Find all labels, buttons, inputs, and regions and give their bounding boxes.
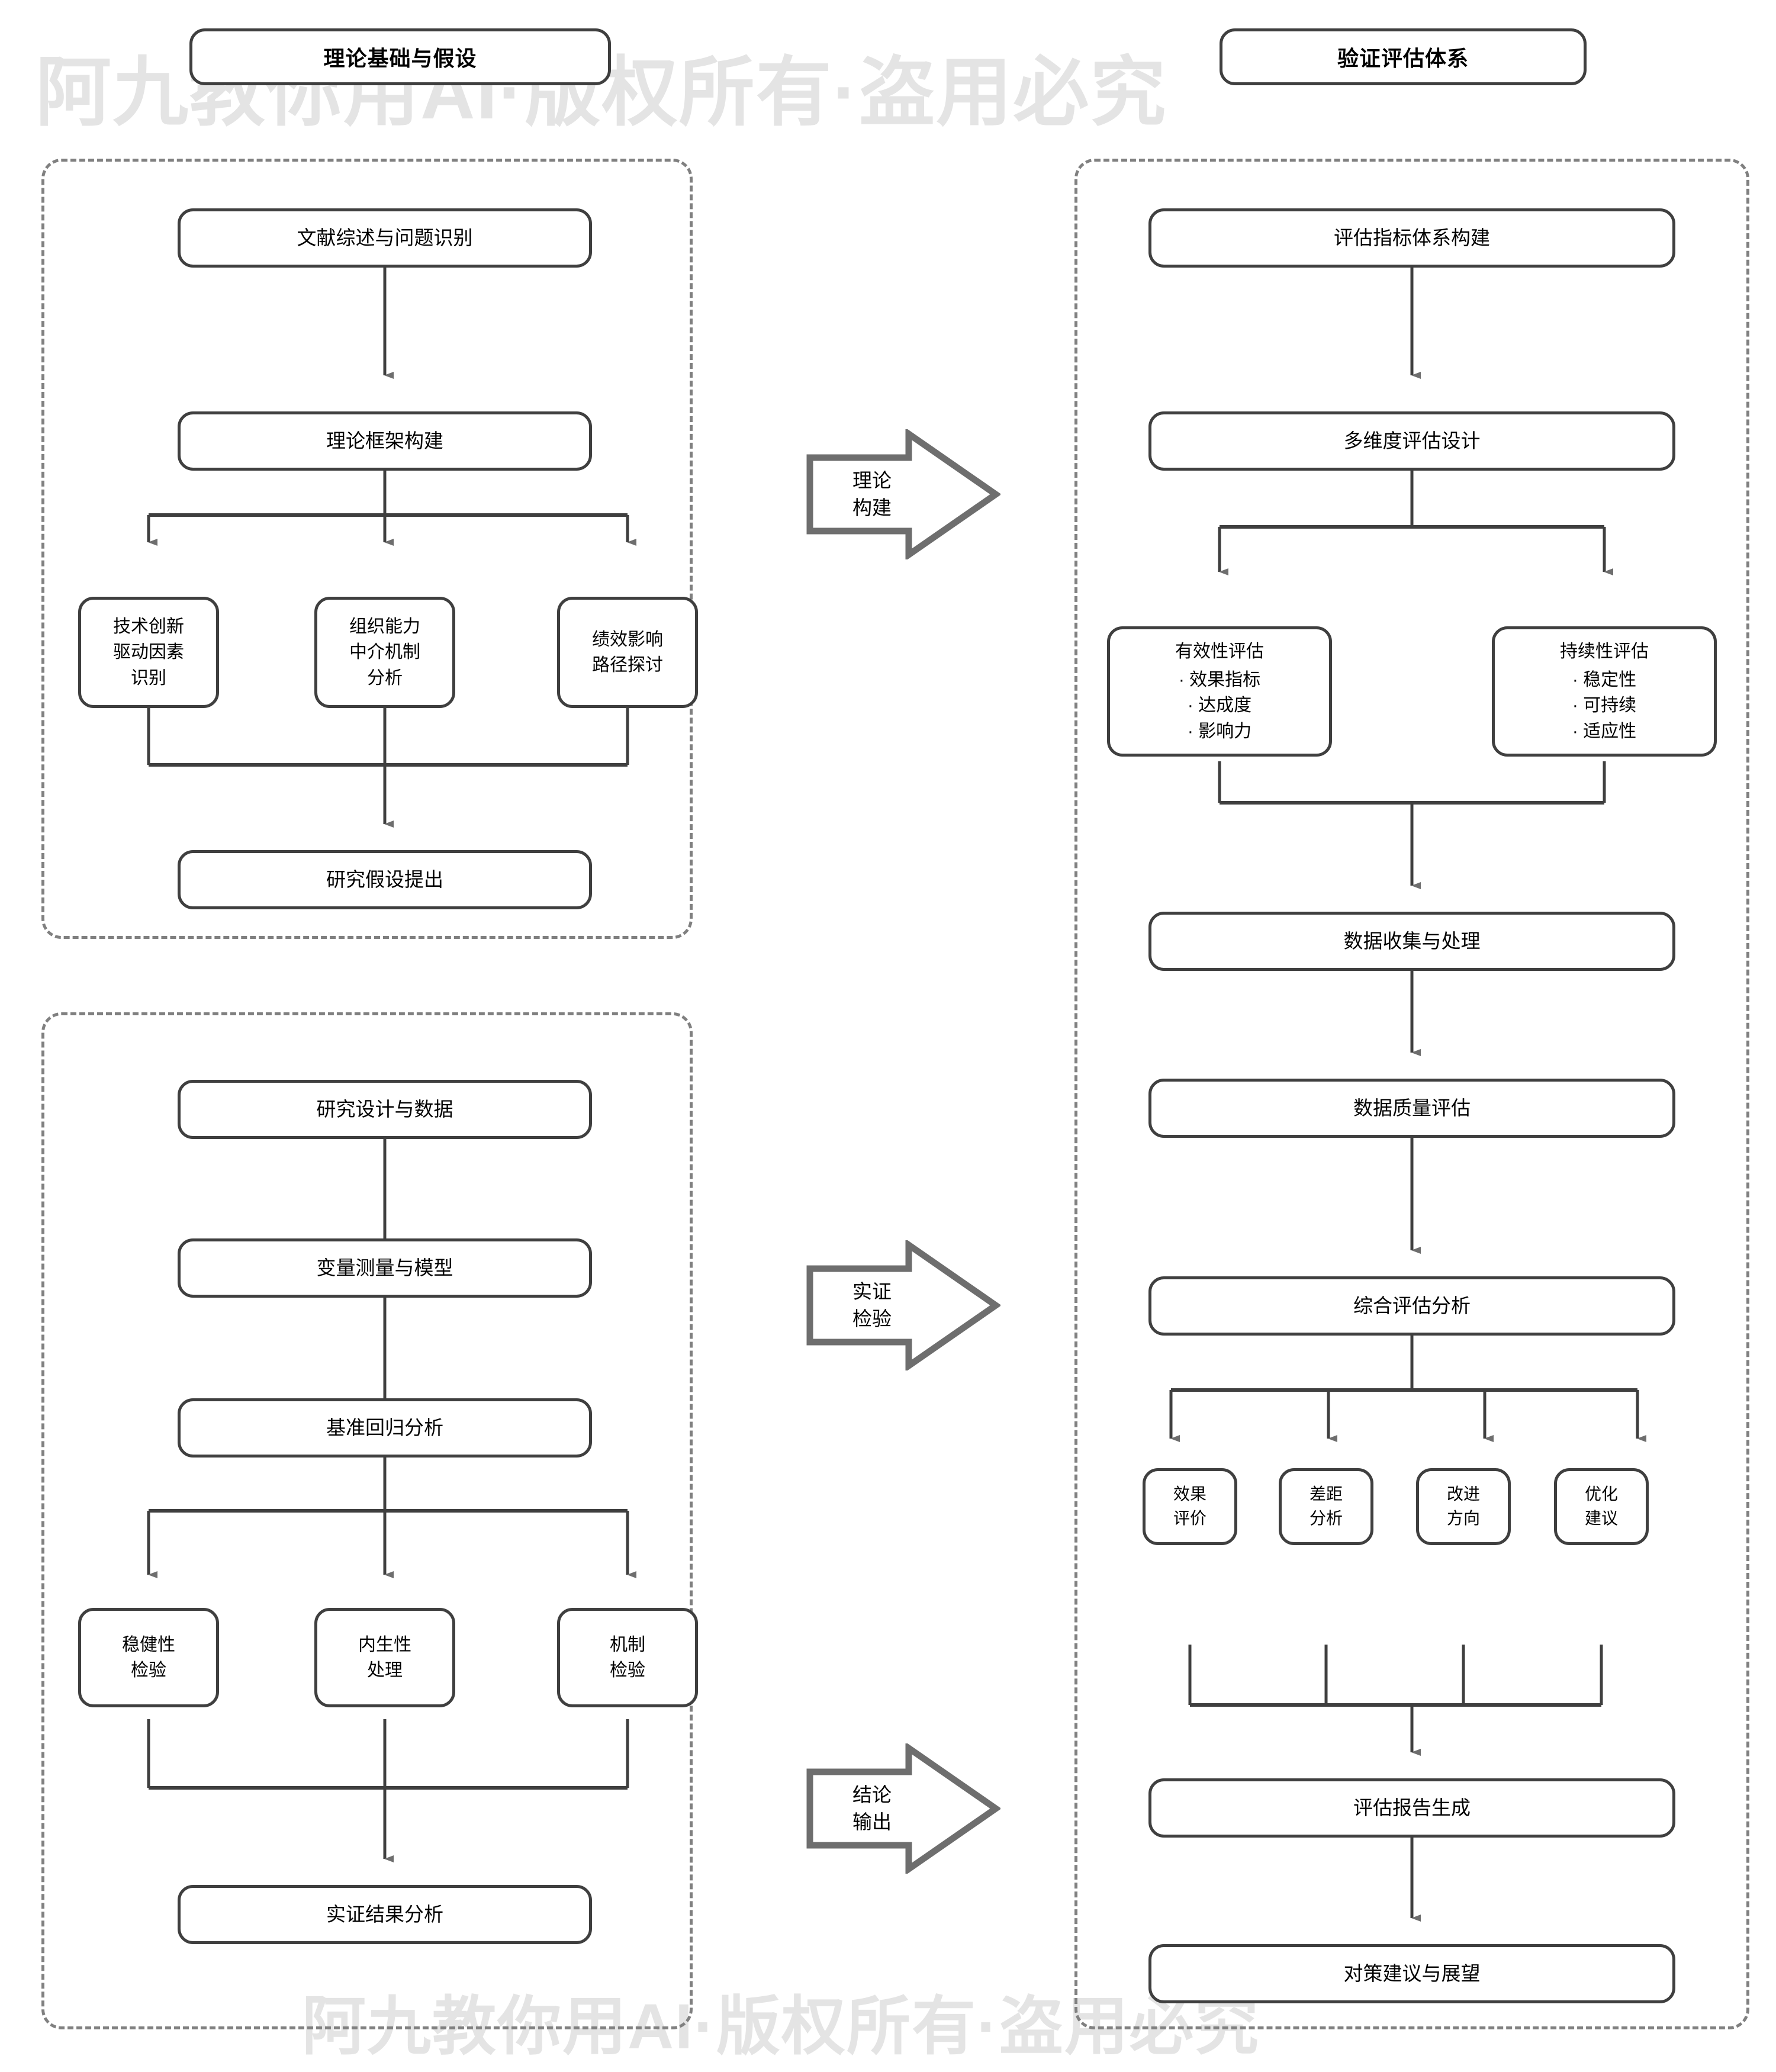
panel-evaluation-system [1074,159,1749,2029]
bullet-item: · 可持续 [1572,696,1637,715]
node-org-capability-mediation[interactable]: 组织能力 中介机制 分析 [314,597,455,708]
node-variable-measurement-model[interactable]: 变量测量与模型 [178,1238,592,1298]
node-empirical-results[interactable]: 实证结果分析 [178,1885,592,1944]
connector-label-line: 构建 [852,497,892,519]
connector-empirical-test[interactable]: 实证 检验 [805,1240,1000,1370]
group-title-right: 验证评估体系 [1220,28,1587,85]
node-line: 评价 [1173,1509,1206,1527]
connector-label-line: 结论 [852,1783,892,1806]
node-line: 组织能力 [349,616,420,636]
connector-theory-construction[interactable]: 理论 构建 [805,429,1000,559]
node-theory-framework[interactable]: 理论框架构建 [178,411,592,471]
node-tech-innovation-drivers[interactable]: 技术创新 驱动因素 识别 [78,597,219,708]
node-performance-impact-path[interactable]: 绩效影响 路径探讨 [557,597,698,708]
node-policy-recommendations[interactable]: 对策建议与展望 [1148,1944,1675,2003]
node-data-collection-processing-label: 数据收集与处理 [1343,930,1481,953]
node-indicator-system-label: 评估指标体系构建 [1334,227,1490,249]
connector-conclusion-output[interactable]: 结论 输出 [805,1743,1000,1874]
watermark-bottom: 阿九教你用AI·版权所有·盗用必究 [302,1990,1260,2062]
node-indicator-system[interactable]: 评估指标体系构建 [1148,208,1675,268]
node-line: 驱动因素 [113,642,184,662]
node-research-design-data[interactable]: 研究设计与数据 [178,1080,592,1139]
node-evaluation-report[interactable]: 评估报告生成 [1148,1778,1675,1838]
group-title-left-label: 理论基础与假设 [323,46,477,70]
node-data-quality-assessment-label: 数据质量评估 [1353,1097,1471,1119]
node-data-collection-processing[interactable]: 数据收集与处理 [1148,912,1675,971]
node-line: 路径探讨 [592,655,663,675]
connector-label-line: 检验 [852,1308,892,1330]
panel-theory-foundation [41,159,693,939]
node-line: 中介机制 [349,642,420,662]
connector-conclusion-output-label: 结论 输出 [805,1743,939,1874]
node-improvement-direction[interactable]: 改进 方向 [1416,1468,1511,1545]
node-heading: 持续性评估 [1560,642,1649,661]
connector-empirical-test-label: 实证 检验 [805,1240,939,1370]
node-empirical-results-label: 实证结果分析 [326,1903,443,1926]
node-policy-recommendations-label: 对策建议与展望 [1343,1962,1481,1985]
connector-label-line: 理论 [852,469,892,491]
group-title-left: 理论基础与假设 [189,28,611,85]
chevron-right-icon [806,429,1000,559]
node-comprehensive-analysis-label: 综合评估分析 [1353,1295,1471,1317]
chevron-right-icon [806,1743,1000,1874]
bullet-item: · 稳定性 [1572,670,1637,690]
node-baseline-regression[interactable]: 基准回归分析 [178,1398,592,1458]
group-title-right-label: 验证评估体系 [1337,46,1469,70]
node-research-hypotheses-label: 研究假设提出 [326,868,443,891]
node-line: 分析 [1309,1509,1343,1527]
node-research-design-data-label: 研究设计与数据 [316,1098,453,1121]
connector-label-line: 输出 [852,1811,892,1833]
bullet-item: · 影响力 [1187,721,1252,741]
connector-label-line: 实证 [852,1280,892,1302]
node-comprehensive-analysis[interactable]: 综合评估分析 [1148,1276,1675,1336]
node-effectiveness-evaluation[interactable]: 有效性评估 · 效果指标 · 达成度 · 影响力 [1107,626,1332,757]
node-line: 技术创新 [113,616,184,636]
node-line: 优化 [1584,1485,1618,1504]
node-endogeneity-treatment[interactable]: 内生性 处理 [314,1608,455,1707]
bullet-item: · 适应性 [1572,721,1637,741]
node-line: 方向 [1446,1509,1480,1527]
node-line: 识别 [131,668,166,688]
node-evaluation-report-label: 评估报告生成 [1353,1797,1471,1819]
node-multidimensional-design[interactable]: 多维度评估设计 [1148,411,1675,471]
node-line: 建议 [1584,1509,1618,1527]
node-literature-review[interactable]: 文献综述与问题识别 [178,208,592,268]
node-line: 检验 [610,1661,645,1680]
node-multidimensional-design-label: 多维度评估设计 [1343,430,1481,452]
node-theory-framework-label: 理论框架构建 [326,430,443,452]
node-line: 分析 [367,668,403,688]
node-line: 改进 [1446,1485,1480,1504]
node-baseline-regression-label: 基准回归分析 [326,1417,443,1439]
node-mechanism-test[interactable]: 机制 检验 [557,1608,698,1707]
node-line: 处理 [367,1661,403,1680]
node-research-hypotheses[interactable]: 研究假设提出 [178,850,592,909]
node-line: 内生性 [358,1635,411,1655]
bullet-item: · 效果指标 [1178,670,1261,690]
connector-theory-construction-label: 理论 构建 [805,429,939,559]
bullet-list: · 稳定性 · 可持续 · 适应性 [1572,667,1636,745]
node-line: 机制 [610,1635,645,1655]
node-gap-analysis[interactable]: 差距 分析 [1279,1468,1373,1545]
node-line: 检验 [131,1661,166,1680]
node-effect-appraisal[interactable]: 效果 评价 [1143,1468,1237,1545]
node-data-quality-assessment[interactable]: 数据质量评估 [1148,1079,1675,1138]
node-sustainability-evaluation[interactable]: 持续性评估 · 稳定性 · 可持续 · 适应性 [1492,626,1717,757]
node-line: 差距 [1309,1485,1343,1504]
node-variable-measurement-model-label: 变量测量与模型 [316,1257,453,1279]
node-line: 稳健性 [122,1635,175,1655]
panel-research-design [41,1012,693,2029]
node-robustness-test[interactable]: 稳健性 检验 [78,1608,219,1707]
node-optimization-suggestion[interactable]: 优化 建议 [1554,1468,1649,1545]
node-line: 绩效影响 [592,629,663,649]
node-literature-review-label: 文献综述与问题识别 [297,227,473,249]
bullet-item: · 达成度 [1187,696,1252,715]
node-heading: 有效性评估 [1175,642,1264,661]
node-line: 效果 [1173,1485,1206,1504]
chevron-right-icon [806,1240,1000,1370]
bullet-list: · 效果指标 · 达成度 · 影响力 [1179,667,1260,745]
